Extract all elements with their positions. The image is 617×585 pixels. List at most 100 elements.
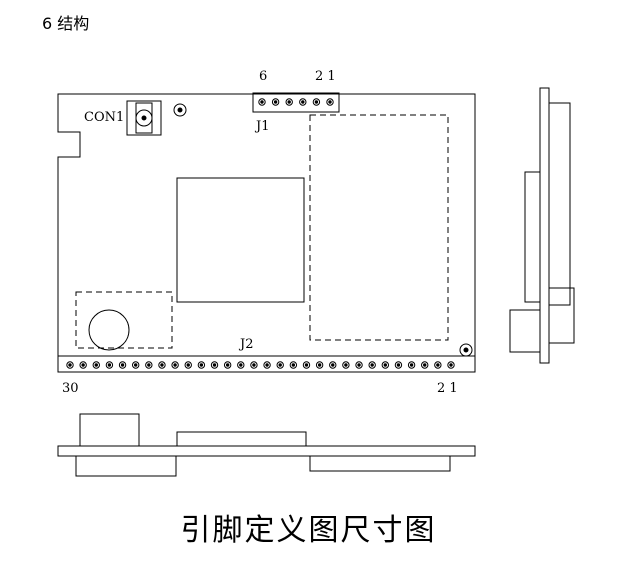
j1-pin-center [314,100,319,104]
j2-pin-center [120,363,125,367]
j2-pin [381,361,390,369]
j2-pin-center [291,363,296,367]
j2-pin-center [186,363,190,367]
bottom-con1-under [75,455,177,477]
j1-pin-center [287,100,291,104]
j2-pin-center [265,363,269,367]
j2-pin [315,361,324,369]
j1-pin [326,98,334,106]
bottom-chip [176,431,307,447]
j2-pin [394,361,403,369]
j2-pin [145,361,153,369]
j1-pin-center [301,100,305,104]
bottom-board [57,445,476,457]
j2-pin-center [239,363,243,367]
side-left-part [524,171,541,303]
j2-header [58,355,475,369]
j2-pin [421,361,429,369]
bottom-con1-top [79,413,140,447]
j2-pin-center [409,363,414,367]
con1-label: CON1 [84,110,124,125]
board-outline [57,93,476,373]
j2-pin [184,361,192,369]
main-chip [176,177,305,303]
j2-label: J2 [238,337,253,352]
j2-pin [223,361,232,369]
j1-pin [285,98,293,106]
j2-pin [118,361,127,369]
j2-pin-center [94,363,98,367]
mounting-hole-bottom [459,343,473,357]
j2-pin [407,361,416,369]
j1-label: J1 [254,119,269,134]
j2-pin-center [225,363,230,367]
j2-pin-center [199,363,204,367]
j2-pin [355,361,363,369]
dashed-battery-area [75,291,173,349]
j1-pin-center [260,100,264,104]
j2-pin-right-label: 2 1 [437,381,458,396]
j2-pin [171,361,179,369]
board-top-view [57,92,476,373]
j1-pin-left-label: 6 [259,69,267,84]
j2-pin [434,361,442,369]
j2-pin-center [133,363,138,367]
section-heading: 6 结构 [42,14,90,33]
j2-pin [66,361,74,369]
j2-pin-center [252,363,256,367]
j2-pin-center [383,363,388,367]
side-upper-part [548,102,571,306]
j2-pin [276,361,284,369]
j1-pin [271,98,280,106]
bottom-module [309,455,451,472]
j2-pin-center [449,363,453,367]
dashed-module-right [309,114,449,341]
diagram-caption: 引脚定义图尺寸图 [180,513,437,548]
j2-pin-center [317,363,322,367]
j2-pin [158,361,166,369]
j2-pin [92,361,100,369]
board-side-view [509,87,575,364]
j2-pin [302,361,311,369]
j1-pin-center [328,100,332,104]
j2-pin-center [160,363,164,367]
j2-pin-center [147,363,151,367]
j2-pin [210,361,219,369]
j2-pin-center [344,363,348,367]
j2-pin-center [331,363,335,367]
j2-pin-center [436,363,440,367]
j2-pin [368,361,376,369]
j2-pin [447,361,455,369]
battery [88,309,130,351]
side-board [539,87,550,364]
j2-pin-center [304,363,309,367]
j2-pin [131,361,140,369]
j1-pin-right-label: 2 1 [315,69,336,84]
j2-pin [263,361,271,369]
j2-pin [197,361,206,369]
j2-pin [105,361,114,369]
j2-pin-center [357,363,361,367]
j2-pin [342,361,350,369]
con1-connector [126,100,162,136]
j2-pin-center [107,363,112,367]
side-lower-right-part [548,287,575,344]
j2-pin-center [173,363,177,367]
j1-pin [312,98,321,106]
j1-pin-center [273,100,278,104]
j1-pin [299,98,307,106]
board-bottom-view [57,413,476,477]
side-con1 [509,309,541,353]
mounting-hole-top [173,103,187,117]
j2-pin [237,361,245,369]
j2-pin-center [212,363,217,367]
j2-pin [79,361,87,369]
j2-pin-center [370,363,374,367]
j2-pin-center [68,363,72,367]
j2-pin-center [396,363,401,367]
j2-pin [289,361,298,369]
j1-pin [258,98,266,106]
j2-pin-center [423,363,427,367]
j2-pin [329,361,337,369]
